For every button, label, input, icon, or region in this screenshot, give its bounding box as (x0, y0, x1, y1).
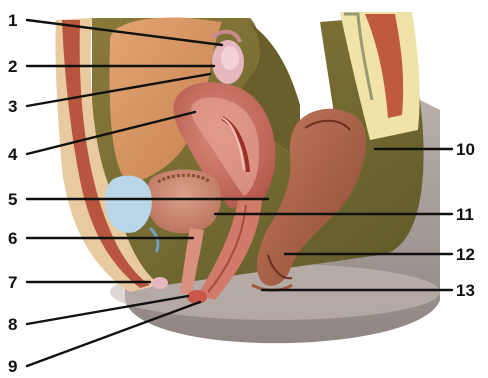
label-12: 12 (456, 245, 475, 264)
label-13: 13 (456, 281, 475, 300)
label-2: 2 (8, 57, 17, 76)
label-4: 4 (8, 145, 18, 164)
label-3: 3 (8, 97, 17, 116)
label-1: 1 (8, 11, 17, 30)
bladder (146, 170, 221, 234)
label-6: 6 (8, 229, 17, 248)
label-8: 8 (8, 315, 17, 334)
label-7: 7 (8, 273, 17, 292)
leader-9 (27, 302, 200, 366)
label-9: 9 (8, 357, 17, 376)
label-11: 11 (456, 205, 474, 224)
label-5: 5 (8, 190, 17, 209)
label-10: 10 (456, 140, 475, 159)
